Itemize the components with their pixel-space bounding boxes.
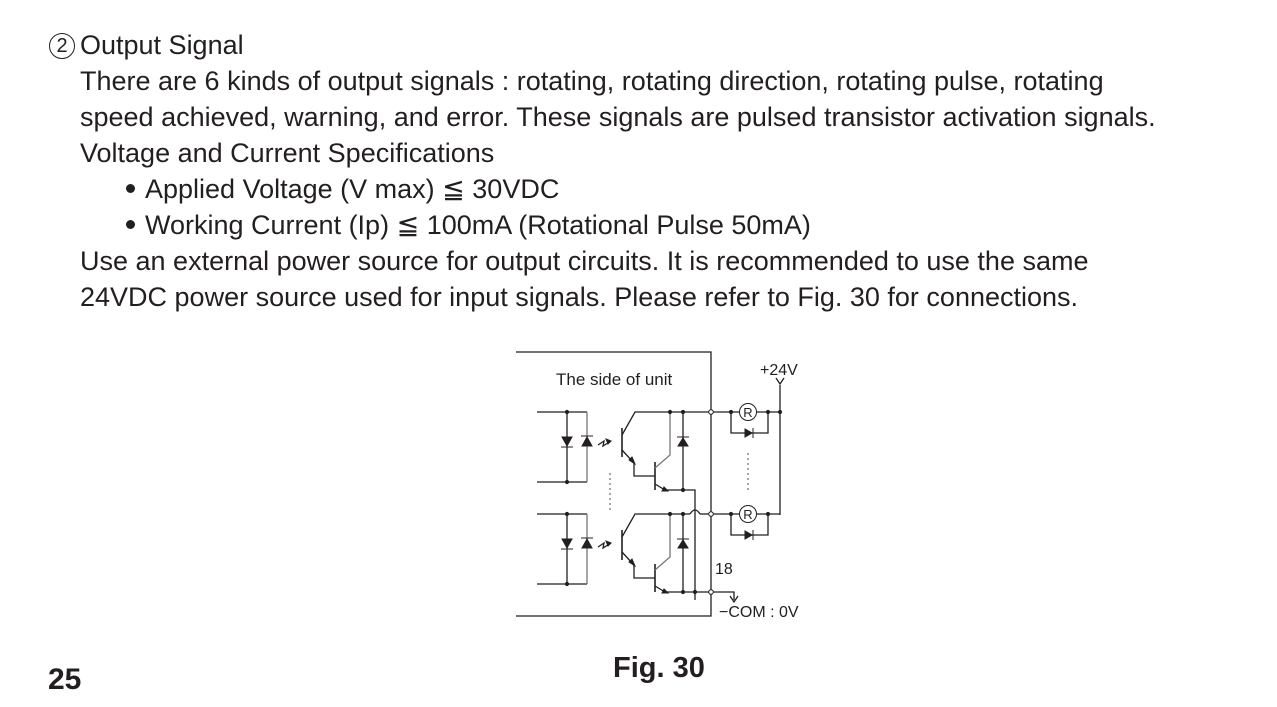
terminal-icon [708, 511, 714, 517]
terminal-icon [708, 589, 714, 595]
pin-label: 18 [715, 561, 733, 578]
figure-caption: Fig. 30 [613, 652, 705, 684]
output-channel-1 [537, 411, 780, 600]
resistor-label: R [743, 405, 752, 420]
spec-text: Applied Voltage (V max) ≦ 30VDC [145, 174, 560, 204]
spec-item: Working Current (Ip) ≦ 100mA (Rotational… [126, 209, 811, 241]
bullet-icon [126, 220, 135, 229]
led-icon [581, 537, 593, 549]
led-icon [561, 436, 573, 448]
diode-icon [677, 437, 689, 447]
supply-label: +24V [760, 362, 798, 379]
led-icon [581, 435, 593, 447]
resistor-icon [739, 505, 757, 523]
paragraph-line: speed achieved, warning, and error. Thes… [80, 102, 1156, 132]
led-icon [561, 538, 573, 550]
paragraph-line: 24VDC power source used for input signal… [80, 282, 1079, 312]
spec-text: Working Current (Ip) ≦ 100mA (Rotational… [145, 210, 811, 240]
bullet-icon [126, 184, 135, 193]
diode-icon [744, 428, 754, 438]
com-arrow-icon [729, 595, 739, 604]
subheading-specs: Voltage and Current Specifications [80, 138, 495, 168]
spec-item: Applied Voltage (V max) ≦ 30VDC [126, 173, 559, 205]
section-title: Output Signal [80, 30, 244, 60]
com-label: −COM : 0V [719, 604, 799, 621]
output-channel-2 [537, 509, 780, 593]
diode-icon [677, 539, 689, 549]
supply-terminal-icon [775, 377, 785, 386]
resistor-icon [739, 403, 757, 421]
diode-icon [744, 530, 754, 540]
resistor-label: R [743, 507, 752, 522]
paragraph-line: Use an external power source for output … [80, 246, 1089, 276]
page-number: 25 [48, 663, 82, 696]
section-number: 2 [49, 33, 75, 59]
paragraph-line: There are 6 kinds of output signals : ro… [80, 66, 1104, 96]
unit-label: The side of unit [556, 370, 673, 389]
terminal-icon [708, 409, 714, 415]
unit-boundary [516, 351, 712, 617]
